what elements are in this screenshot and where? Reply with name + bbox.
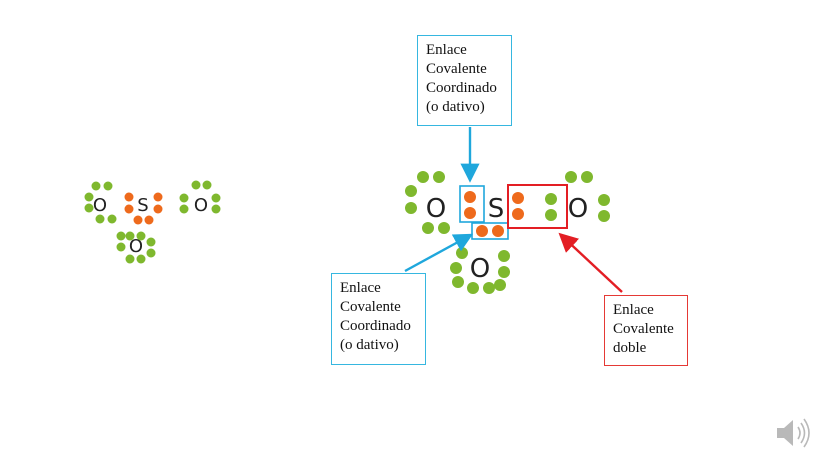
electron-dot xyxy=(405,202,417,214)
electron-dot xyxy=(565,171,577,183)
callout-line: Enlace xyxy=(426,42,467,58)
electron-dot xyxy=(512,192,524,204)
electron-dot xyxy=(179,193,189,203)
right-so3-structure: O S O O xyxy=(405,171,610,294)
electron-dot xyxy=(91,181,101,191)
electron-dot xyxy=(581,171,593,183)
right-oxygen-3: O xyxy=(470,254,490,284)
coordinate-bond-highlight-top xyxy=(459,185,485,223)
electron-dot xyxy=(191,180,201,190)
callout-line: Enlace xyxy=(613,302,654,318)
electron-dot xyxy=(153,192,163,202)
electron-dot xyxy=(483,282,495,294)
electron-dot xyxy=(405,185,417,197)
electron-dot xyxy=(598,194,610,206)
speaker-icon[interactable] xyxy=(773,413,813,453)
callout-line: doble xyxy=(613,340,647,356)
electron-dot xyxy=(84,203,94,213)
electron-dot xyxy=(103,181,113,191)
electron-dot xyxy=(144,215,154,225)
electron-dot xyxy=(438,222,450,234)
electron-dot xyxy=(95,214,105,224)
callout-line: Coordinado xyxy=(426,80,497,96)
electron-dot xyxy=(133,215,143,225)
electron-dot xyxy=(136,254,146,264)
callout-line: Covalente xyxy=(426,61,487,77)
callout-line: Covalente xyxy=(340,299,401,315)
electron-dot xyxy=(452,276,464,288)
right-oxygen-2: O xyxy=(568,194,588,224)
electron-dot xyxy=(467,282,479,294)
coordinate-bond-highlight-bottom xyxy=(471,222,509,240)
left-oxygen-3: O xyxy=(129,236,143,257)
left-sulfur: S xyxy=(137,195,148,216)
electron-dot xyxy=(598,210,610,222)
callout-line: Coordinado xyxy=(340,318,411,334)
electron-dot xyxy=(116,242,126,252)
electron-dot xyxy=(179,204,189,214)
arrow-coordinate-bottom xyxy=(404,233,474,273)
left-so3-structure: O S O O xyxy=(84,180,221,264)
callout-line: Enlace xyxy=(340,280,381,296)
callout-line: Covalente xyxy=(613,321,674,337)
electron-dot xyxy=(464,207,476,219)
electron-dot xyxy=(153,204,163,214)
electron-dot xyxy=(433,171,445,183)
callout-coordinate-bond-top: Enlace Covalente Coordinado (o dativo) xyxy=(417,35,512,126)
electron-dot xyxy=(464,191,476,203)
electron-dot xyxy=(125,254,135,264)
electron-dot xyxy=(498,266,510,278)
electron-dot xyxy=(124,204,134,214)
electron-dot xyxy=(545,193,557,205)
electron-dot xyxy=(136,231,146,241)
callout-coordinate-bond-bottom: Enlace Covalente Coordinado (o dativo) xyxy=(331,273,426,365)
electron-dot xyxy=(146,248,156,258)
left-oxygen-2: O xyxy=(194,195,208,216)
callout-line: (o dativo) xyxy=(426,99,485,115)
electron-dot xyxy=(116,231,126,241)
electron-dot xyxy=(211,193,221,203)
electron-dot xyxy=(146,237,156,247)
right-sulfur: S xyxy=(488,194,505,224)
right-oxygen-1: O xyxy=(426,194,446,224)
left-oxygen-1: O xyxy=(93,195,107,216)
arrow-double-bond xyxy=(558,232,623,293)
electron-dot xyxy=(512,208,524,220)
electron-dot xyxy=(202,180,212,190)
speaker-glyph xyxy=(777,418,810,448)
electron-dot xyxy=(422,222,434,234)
electron-dot xyxy=(125,231,135,241)
electron-dot xyxy=(494,279,506,291)
electron-dot xyxy=(498,250,510,262)
electron-dot xyxy=(417,171,429,183)
double-bond-highlight xyxy=(507,184,568,229)
callout-line: (o dativo) xyxy=(340,337,399,353)
electron-dot xyxy=(456,247,468,259)
electron-dot xyxy=(124,192,134,202)
callout-double-bond: Enlace Covalente doble xyxy=(604,295,688,366)
electron-dot xyxy=(450,262,462,274)
electron-dot xyxy=(211,204,221,214)
electron-dot xyxy=(476,225,488,237)
electron-dot xyxy=(492,225,504,237)
electron-dot xyxy=(107,214,117,224)
electron-dot xyxy=(545,209,557,221)
electron-dot xyxy=(84,192,94,202)
